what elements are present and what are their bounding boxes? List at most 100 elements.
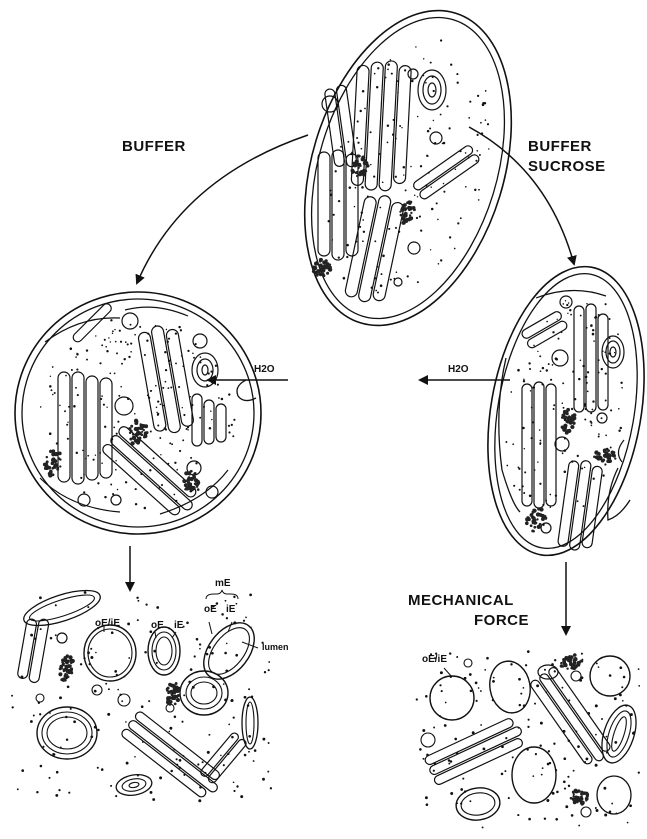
stroma-dot	[359, 110, 361, 112]
fragment-dot	[548, 750, 550, 752]
stroma-dot	[346, 256, 348, 258]
stroma-dot	[443, 191, 445, 193]
plastoglobulus	[360, 170, 364, 174]
stroma-dot	[411, 80, 414, 83]
fragment-dot	[595, 734, 597, 736]
stroma-dot	[423, 58, 424, 59]
stroma-dot	[537, 351, 538, 352]
plastoglobulus	[607, 454, 610, 457]
stroma-dot	[590, 421, 592, 423]
stroma-dot	[75, 356, 77, 358]
fragment-dot	[561, 687, 563, 689]
fragment-dot	[595, 704, 598, 707]
plastoglobulus	[51, 462, 55, 466]
plastoglobulus	[137, 427, 140, 430]
stroma-dot	[523, 380, 525, 382]
stroma-dot	[546, 321, 548, 323]
fragments-mechanical	[416, 650, 643, 828]
plastoglobulus	[573, 653, 577, 657]
fragment-dot	[228, 724, 230, 726]
stroma-dot	[49, 432, 52, 435]
fragment-dot	[532, 775, 534, 777]
fragment-dot	[425, 695, 428, 698]
plastoglobulus	[361, 155, 365, 159]
fragment-dot	[95, 652, 97, 654]
fragment-dot	[80, 663, 82, 665]
stroma-dot	[130, 324, 132, 326]
fragment-dot	[40, 628, 42, 630]
stroma-dot	[550, 507, 552, 509]
plastoglobulus	[363, 159, 367, 163]
stroma-dot	[54, 392, 56, 394]
stroma-dot	[370, 164, 371, 165]
fragment-dot	[518, 678, 521, 681]
fragment-dot	[248, 688, 250, 690]
fragment-dot	[30, 634, 33, 637]
plastoglobulus	[65, 669, 69, 673]
stroma-dot	[465, 152, 467, 154]
stroma-dot	[87, 455, 89, 457]
stroma-dot	[605, 372, 607, 374]
plastoglobulus	[130, 425, 133, 428]
stroma-dot	[49, 385, 52, 388]
stroma-dot	[469, 101, 471, 103]
fragment-dot	[505, 737, 507, 739]
fragment-dot	[512, 756, 514, 758]
stroma-dot	[524, 448, 525, 449]
stroma-dot	[218, 397, 220, 399]
fragment-dot	[268, 661, 270, 663]
stroma-dot	[117, 421, 119, 423]
fragment-dot	[484, 669, 486, 671]
label-oe: oE	[204, 604, 217, 615]
plastoglobulus	[532, 530, 535, 533]
stroma-dot	[381, 273, 383, 275]
stroma-dot	[105, 346, 107, 348]
stroma-dot	[104, 339, 106, 341]
fragment-dot	[141, 705, 144, 708]
stroma-dot	[104, 426, 106, 428]
fragment-dot	[249, 594, 252, 597]
plastoglobulus	[577, 796, 580, 799]
stroma-dot	[349, 186, 352, 189]
stroma-dot	[540, 370, 542, 372]
stroma-dot	[523, 378, 525, 380]
label-oe-ie-right: oE/iE	[422, 654, 447, 665]
stroma-dot	[149, 469, 151, 471]
stroma-dot	[417, 116, 419, 118]
stroma-dot	[116, 352, 118, 354]
fragment-dot	[638, 668, 640, 670]
stroma-dot	[159, 437, 161, 439]
stroma-dot	[167, 387, 169, 389]
fragment-dot	[598, 666, 600, 668]
fragment-dot	[536, 684, 539, 687]
fragment-dot	[101, 768, 104, 771]
stroma-dot	[401, 127, 402, 128]
stroma-dot	[546, 369, 548, 371]
label-force: FORCE	[474, 612, 529, 629]
plastoglobulus	[176, 698, 180, 702]
plastoglobulus	[62, 662, 65, 665]
stroma-dot	[592, 329, 594, 331]
stroma-dot	[604, 463, 606, 465]
plastoglobulus	[567, 421, 570, 424]
plastoglobulus	[406, 219, 409, 222]
plastoglobulus	[572, 422, 575, 425]
fragment-dot	[73, 720, 76, 723]
stroma-dot	[86, 349, 88, 351]
fragment-dot	[544, 817, 546, 819]
stroma-dot	[362, 240, 364, 242]
fragment-dot	[504, 770, 506, 772]
stroma-dot	[377, 292, 379, 294]
plastoglobulus	[144, 424, 148, 428]
fragment-dot	[440, 671, 443, 674]
stroma-dot	[429, 127, 431, 129]
fragment-dot	[236, 603, 238, 605]
plastoglobulus	[612, 454, 616, 458]
fragment-dot	[480, 690, 482, 692]
fragment-dot	[150, 791, 153, 794]
stroma-dot	[354, 206, 355, 207]
plastoglobulus	[314, 262, 317, 265]
plastoglobulus	[63, 656, 67, 660]
fragment-dot	[206, 653, 209, 656]
fragment-dot	[542, 767, 544, 769]
